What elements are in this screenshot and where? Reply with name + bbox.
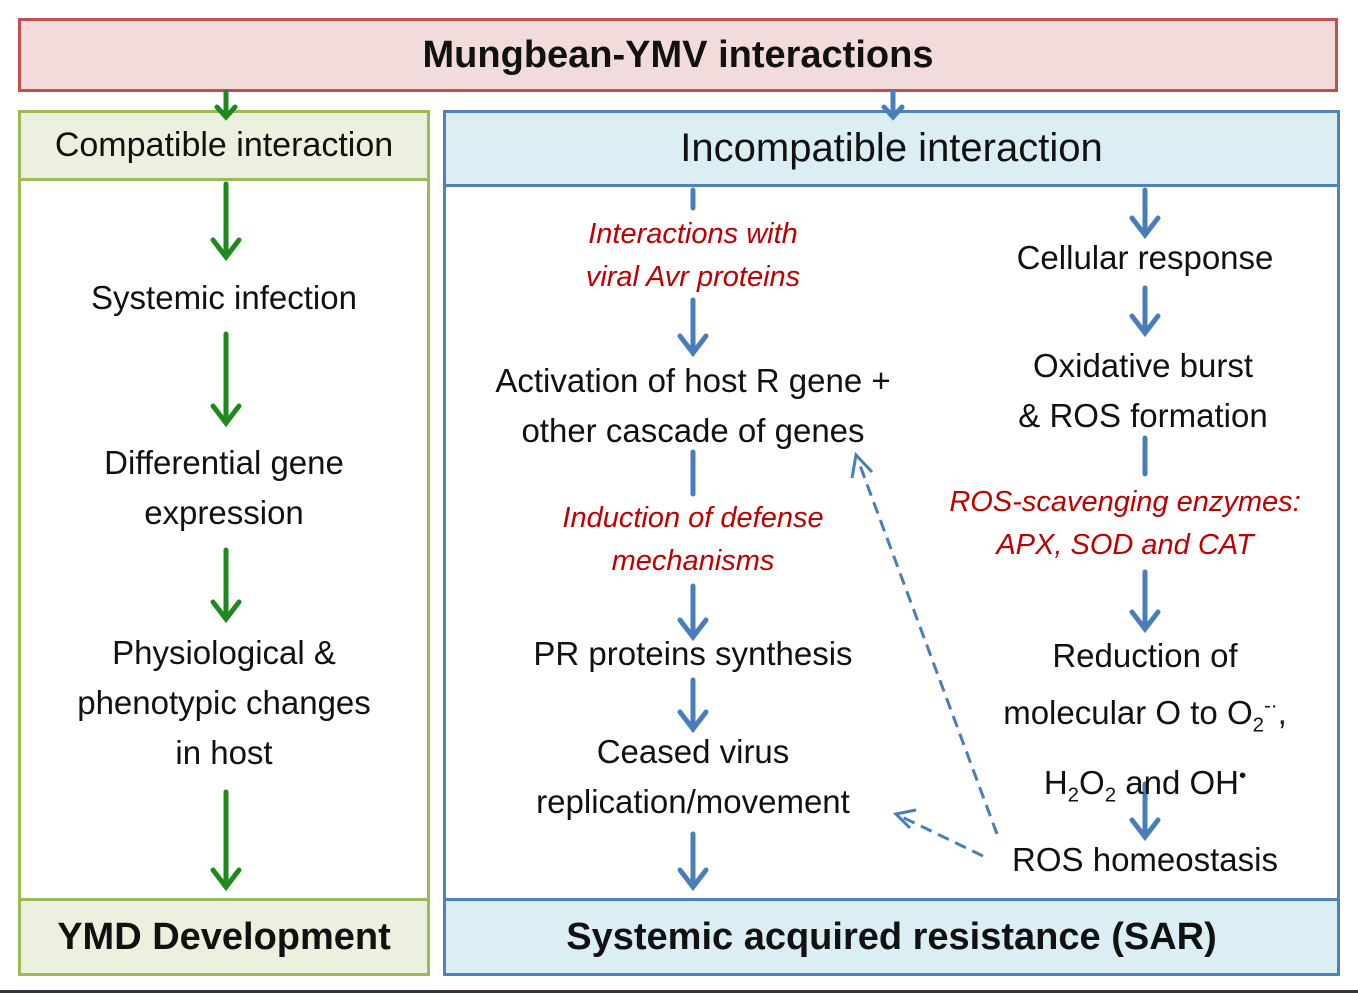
arrow-avr-to-activation <box>677 297 709 358</box>
ceased-line-2: replication/movement <box>536 783 850 820</box>
arrow-pr-to-ceased <box>677 677 709 734</box>
systemic-infection-label: Systemic infection <box>91 279 357 316</box>
arrow-systemic-to-differential <box>210 331 242 428</box>
r-gene-activation-label: Activation of host R gene + other cascad… <box>453 356 933 456</box>
arrow-reduction-to-homeostasis <box>1129 781 1161 842</box>
physiological-line-3: in host <box>175 734 273 771</box>
arrow-compatible-to-systemic <box>210 181 242 262</box>
physiological-changes-label: Physiological & phenotypic changes in ho… <box>21 628 427 778</box>
physiological-line-2: phenotypic changes <box>77 684 371 721</box>
scavenging-line-1: ROS-scavenging enzymes: <box>949 486 1301 518</box>
oxidative-line-2: & ROS formation <box>1018 397 1268 434</box>
activation-line-2: other cascade of genes <box>521 412 865 449</box>
pr-proteins-label: PR proteins synthesis <box>533 635 853 672</box>
arrow-ceased-to-sar <box>677 831 709 892</box>
bottom-rule <box>0 990 1358 993</box>
defense-note-line-2: mechanisms <box>611 545 775 577</box>
arrow-cellular-to-oxidative <box>1129 285 1161 338</box>
ros-scavenging-note: ROS-scavenging enzymes: APX, SOD and CAT <box>925 481 1325 567</box>
reduction-label: Reduction of molecular O to O2-·, H2O2 a… <box>960 631 1330 820</box>
arrow-physiological-to-ymd <box>210 789 242 892</box>
ceased-virus-label: Ceased virus replication/movement <box>483 727 903 827</box>
arrow-induction-to-pr <box>677 583 709 642</box>
arrow-scavenging-to-reduction <box>1129 569 1161 634</box>
avr-proteins-note: Interactions with viral Avr proteins <box>493 213 893 299</box>
incompatible-panel <box>443 110 1340 976</box>
arrow-title-to-compatible <box>214 89 238 121</box>
sar-box: Systemic acquired resistance (SAR) <box>446 898 1337 973</box>
green-arrow-group <box>210 89 242 892</box>
avr-note-line-1: Interactions with <box>588 218 798 250</box>
arrow-header-to-cellular <box>1129 187 1161 240</box>
dashed-arrow-homeostasis-to-activation <box>856 459 999 835</box>
reduction-line-3: H2O2 and OH• <box>1043 763 1247 807</box>
cellular-response-label: Cellular response <box>1016 239 1274 276</box>
activation-line-1: Activation of host R gene + <box>495 362 891 399</box>
defense-note-line-1: Induction of defense <box>562 502 824 534</box>
incompatible-header: Incompatible interaction <box>446 113 1337 187</box>
oxidative-burst-label: Oxidative burst & ROS formation <box>960 341 1326 441</box>
scavenging-line-2: APX, SOD and CAT <box>996 529 1254 561</box>
differential-gene-expression-label: Differential gene expression <box>21 438 427 538</box>
reduction-line-2: molecular O to O2-·, <box>1003 694 1287 737</box>
oxidative-line-1: Oxidative burst <box>1032 347 1254 384</box>
avr-note-line-2: viral Avr proteins <box>585 261 801 293</box>
reduction-line-1: Reduction of <box>1052 637 1238 674</box>
dashed-arrowhead-activation <box>850 451 874 479</box>
ceased-line-1: Ceased virus <box>596 733 790 770</box>
blue-arrow-group <box>677 89 1161 892</box>
ymd-development-box: YMD Development <box>21 898 427 973</box>
dashed-arrow-homeostasis-to-ceased <box>899 814 984 858</box>
arrow-title-to-incompatible <box>881 89 905 121</box>
defense-mechanisms-note: Induction of defense mechanisms <box>493 497 893 583</box>
dashed-feedback-arrows <box>856 459 999 858</box>
compatible-header: Compatible interaction <box>21 113 427 181</box>
differential-line-2: expression <box>144 494 304 531</box>
diagram-title: Mungbean-YMV interactions <box>18 18 1338 92</box>
ros-homeostasis-label: ROS homeostasis <box>1012 841 1278 878</box>
differential-line-1: Differential gene <box>104 444 344 481</box>
arrow-differential-to-physiological <box>210 547 242 624</box>
physiological-line-1: Physiological & <box>112 634 336 671</box>
dashed-arrowhead-ceased <box>892 808 917 830</box>
